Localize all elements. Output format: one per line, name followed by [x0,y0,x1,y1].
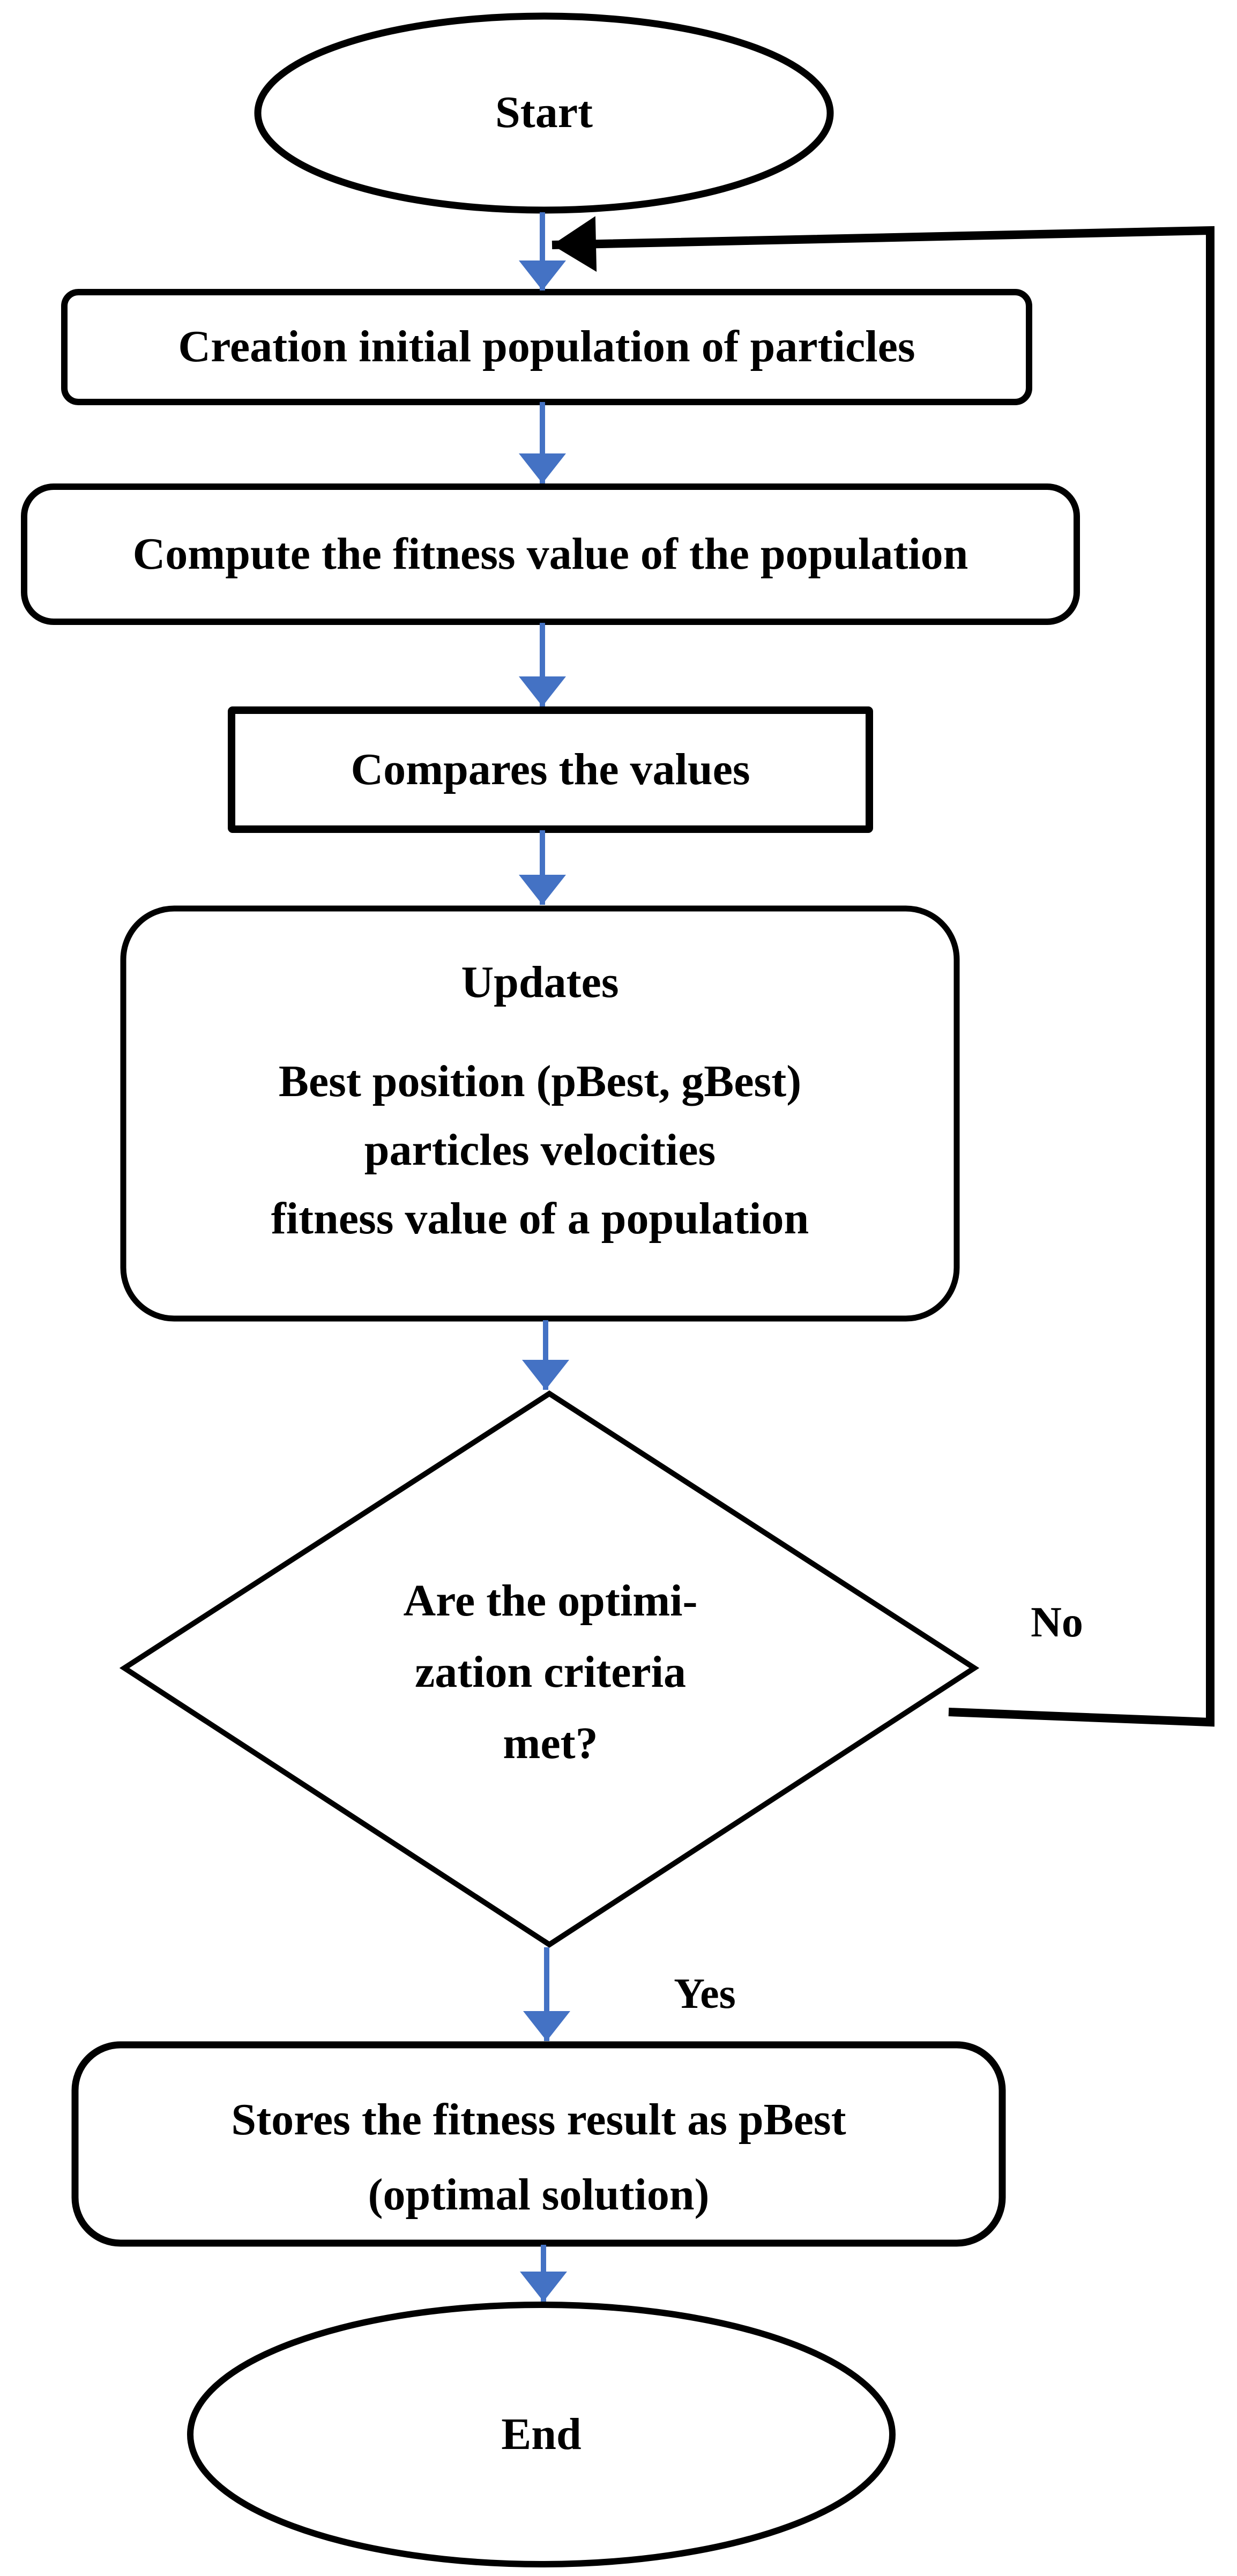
create-population-node-label: Creation initial population of particles [178,322,915,372]
updates-node-line: fitness value of a population [271,1194,809,1244]
updates-node-line: particles velocities [364,1125,716,1175]
compare-values-node-label: Compares the values [351,744,750,794]
create-population-box-shape [61,289,1032,405]
updates-node-heading: Updates [461,957,619,1007]
decision-node-line: Are the optimi- [403,1576,698,1626]
decision-diamond-shape [119,1390,980,1948]
yes-branch-label: Yes [674,1970,736,2017]
no-branch-label: No [1031,1599,1083,1646]
start-ellipse-shape [254,12,834,214]
decision-node-line: zation criteria [414,1647,687,1697]
updates-node-line: Best position (pBest, gBest) [278,1056,802,1106]
decision-node-line: met? [503,1718,598,1768]
no-feedback-connector [552,216,1214,1727]
end-node-label: End [501,2409,582,2459]
store-result-node-line: (optimal solution) [368,2170,710,2220]
compute-fitness-box-shape [21,483,1080,625]
store-result-box-shape [71,2041,1006,2247]
start-node-label: Start [495,87,593,138]
updates-node-content: Updates Best position (pBest, gBest) par… [123,909,957,1319]
store-result-node-line: Stores the fitness result as pBest [231,2095,846,2145]
store-result-node-content: Stores the fitness result as pBest (opti… [75,2045,1002,2243]
updates-box-shape [120,905,960,1322]
compare-values-box-shape [228,706,873,833]
end-ellipse-shape [187,2302,896,2567]
compute-fitness-node-label: Compute the fitness value of the populat… [132,528,968,579]
decision-node-content: Are the optimi- zation criteria met? [178,1565,923,1779]
